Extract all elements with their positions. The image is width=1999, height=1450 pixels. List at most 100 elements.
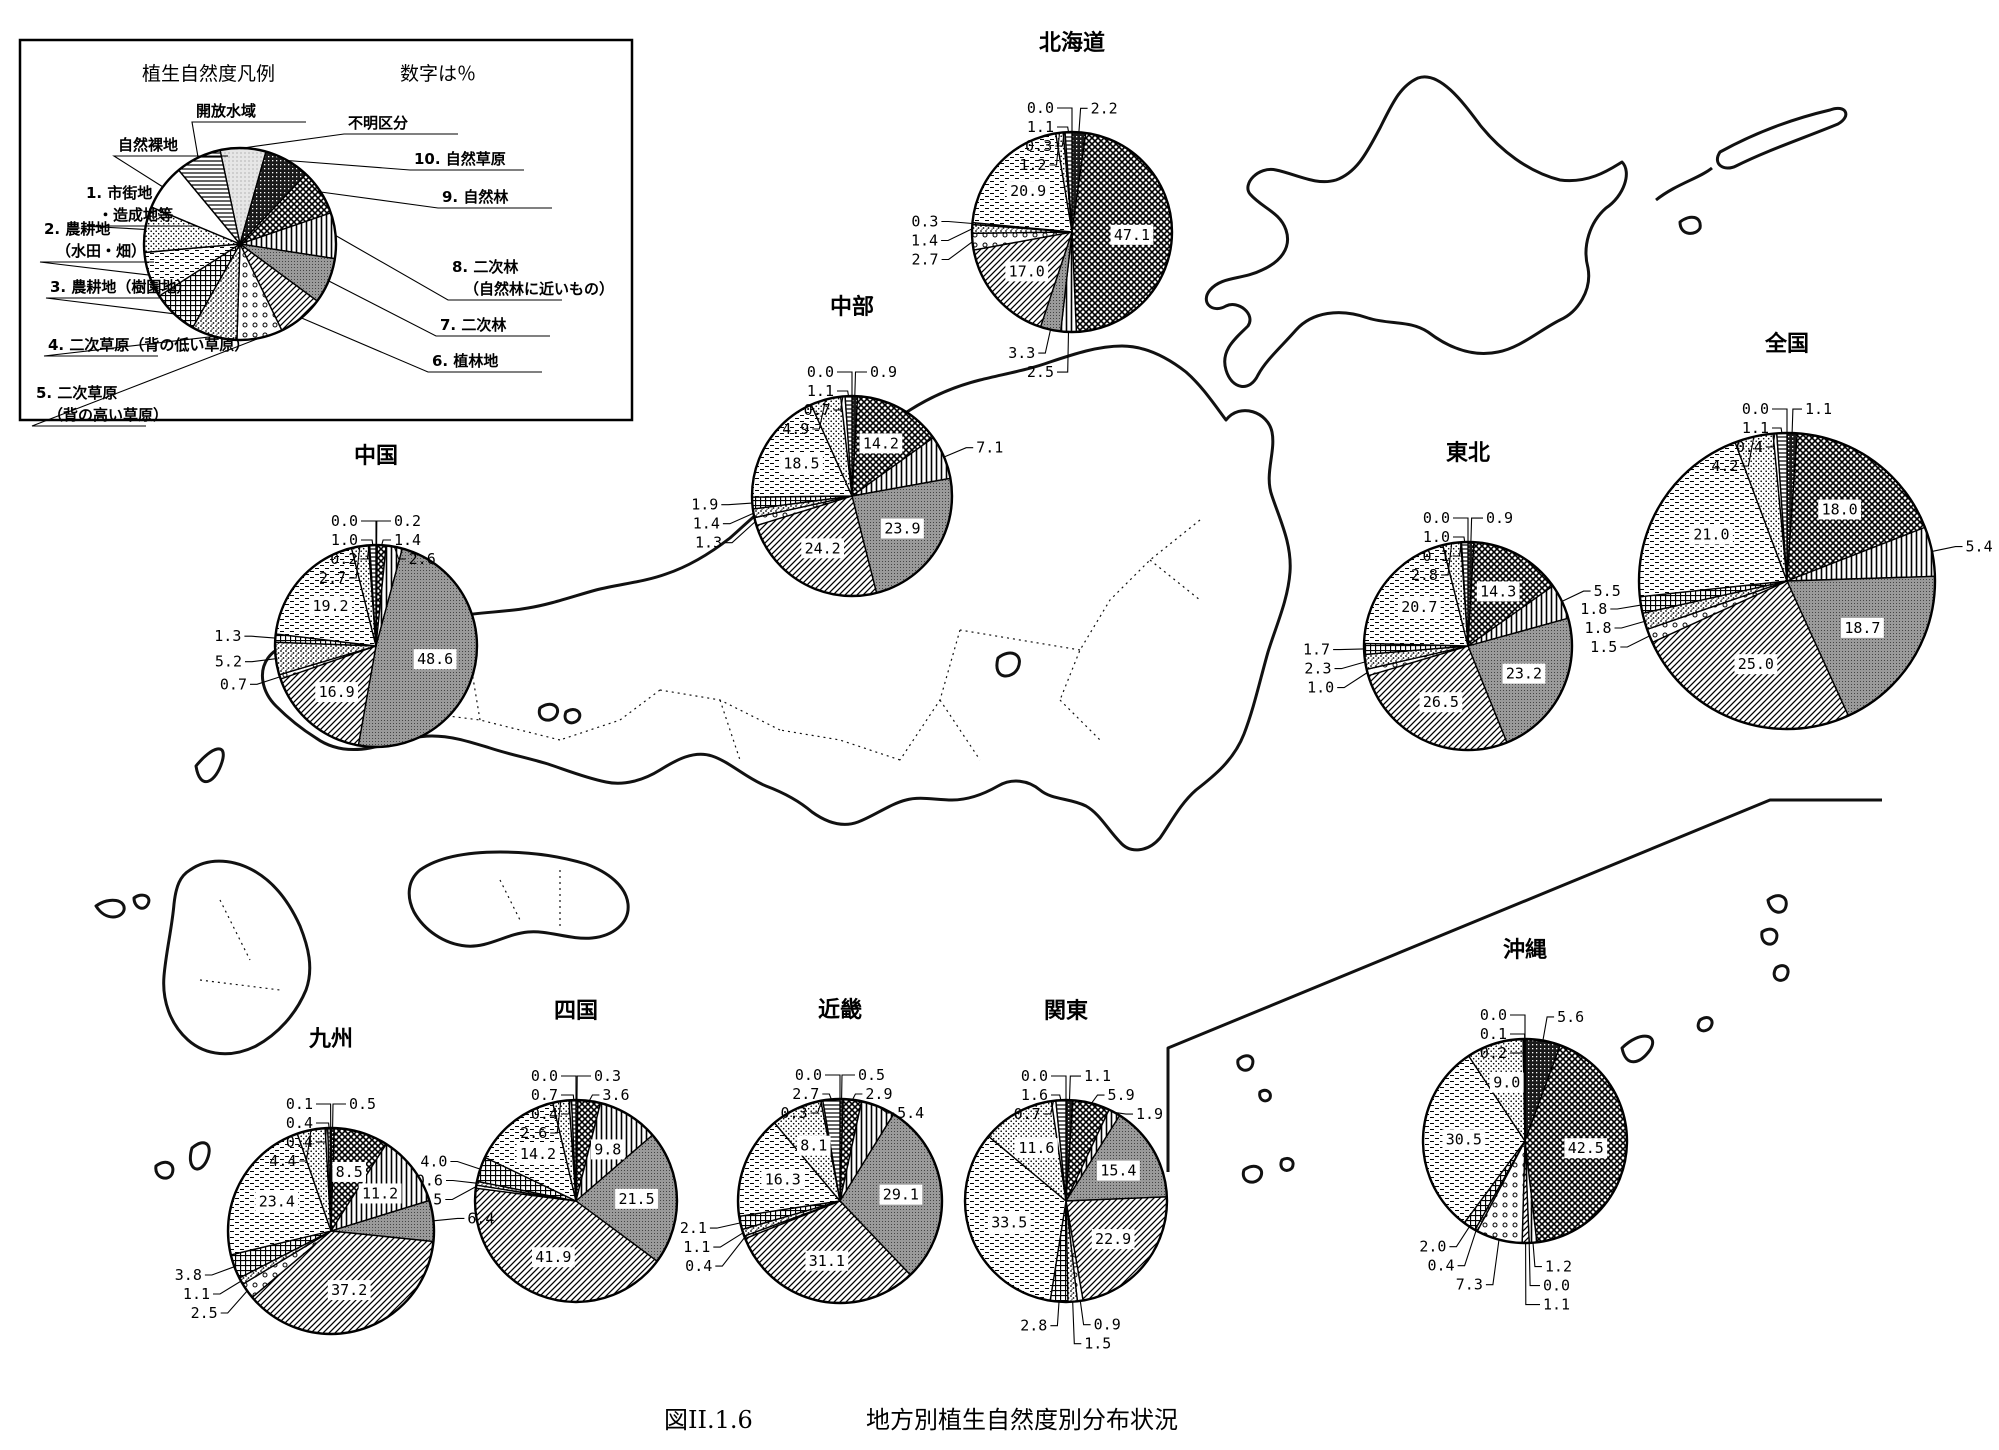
leader-line xyxy=(1510,1033,1526,1040)
value-label-bg xyxy=(332,1161,366,1182)
value-label-bg xyxy=(881,518,924,539)
region-title: 中国 xyxy=(354,444,398,469)
value-label: 20.7 xyxy=(1401,598,1437,616)
legend-leader xyxy=(31,337,261,427)
value-label: 1.7 xyxy=(1303,641,1330,659)
legend-item-label: 10. 自然草原 xyxy=(414,150,506,168)
value-label: 21.0 xyxy=(1693,525,1729,543)
value-label: 20.9 xyxy=(1010,182,1046,200)
region-title: 近畿 xyxy=(818,997,862,1023)
value-label: 0.7 xyxy=(531,1086,558,1104)
leader-line xyxy=(561,1100,571,1115)
leader-line xyxy=(1043,1100,1055,1115)
legend-leader xyxy=(320,191,552,209)
value-label: 5.4 xyxy=(1966,538,1993,556)
leader-line xyxy=(445,1186,477,1201)
value-label-bg xyxy=(859,433,903,454)
value-label: 8.1 xyxy=(800,1137,827,1155)
leader-line xyxy=(822,1093,832,1100)
value-label: 1.1 xyxy=(683,1238,710,1256)
leader-line xyxy=(250,676,280,685)
tsushima-island xyxy=(194,747,225,784)
value-label-bg xyxy=(1091,1229,1135,1250)
value-label: 0.0 xyxy=(1027,99,1054,117)
value-label: 1.2 xyxy=(1019,156,1046,174)
leader-line xyxy=(245,658,276,663)
value-label: 1.3 xyxy=(214,627,241,645)
value-label: 11.2 xyxy=(362,1184,398,1202)
value-label: 0.1 xyxy=(1480,1025,1507,1043)
value-label: 7.3 xyxy=(1456,1276,1483,1294)
value-label-bg xyxy=(1397,596,1441,617)
value-label: 0.5 xyxy=(858,1066,885,1084)
value-label: 0.0 xyxy=(1742,400,1769,418)
value-label: 0.7 xyxy=(804,401,831,419)
value-label: 0.7 xyxy=(1014,1105,1041,1123)
pie-6: 関東15.422.933.511.61.15.91.90.91.50.01.60… xyxy=(963,999,1169,1353)
leader-line xyxy=(213,1280,242,1295)
value-label: 0.4 xyxy=(286,1114,313,1132)
value-label: 0.1 xyxy=(1422,547,1449,565)
figure-title: 地方別植生自然度別分布状況 xyxy=(866,1406,1178,1434)
value-label: 4.4 xyxy=(269,1152,296,1170)
kyushu-outline xyxy=(162,859,312,1056)
value-label-bg xyxy=(1490,1072,1524,1093)
leader-line xyxy=(360,545,370,560)
value-label: 0.0 xyxy=(1480,1006,1507,1024)
value-label: 15.4 xyxy=(1100,1162,1136,1180)
pie-1: 北海道47.117.020.92.20.01.10.31.20.31.42.73… xyxy=(911,30,1174,381)
value-label: 0.4 xyxy=(1427,1257,1454,1275)
legend-item-label: 4. 二次草原（背の低い草原） xyxy=(48,336,249,354)
value-label-bg xyxy=(1734,654,1778,675)
value-label: 0.3 xyxy=(594,1067,621,1085)
value-label: 0.4 xyxy=(286,1133,313,1151)
legend-leader xyxy=(191,121,306,158)
value-label: 37.2 xyxy=(331,1281,367,1299)
value-label: 2.3 xyxy=(1304,660,1331,678)
value-label: 16.3 xyxy=(765,1170,801,1188)
leader-line xyxy=(1057,331,1070,373)
legend-item-label: 1. 市街地 xyxy=(86,184,152,202)
leader-line xyxy=(877,1105,895,1114)
legend-item-label: 8. 二次林 xyxy=(452,258,519,276)
value-label: 0.0 xyxy=(1543,1277,1570,1295)
value-label: 0.9 xyxy=(870,363,897,381)
legend-leader xyxy=(43,335,215,357)
value-label: 5.4 xyxy=(897,1104,924,1122)
leader-line xyxy=(1453,536,1466,543)
leader-line xyxy=(1510,1038,1525,1054)
pie-4: 中部14.223.924.218.50.97.10.01.10.74.91.91… xyxy=(691,294,1003,598)
value-label: 19.2 xyxy=(312,597,348,615)
leader-line xyxy=(1057,107,1073,132)
value-label: 6.4 xyxy=(467,1209,494,1227)
region-title: 四国 xyxy=(554,999,598,1024)
value-label: 1.5 xyxy=(1590,638,1617,656)
value-label: 1.1 xyxy=(1084,1067,1111,1085)
value-label-bg xyxy=(1502,663,1546,684)
value-label-bg xyxy=(805,1250,849,1271)
leader-line xyxy=(1091,1094,1105,1104)
legend-leader xyxy=(81,225,196,230)
legend-item-label: 2. 農耕地 xyxy=(44,220,110,238)
value-label: 14.2 xyxy=(863,434,899,452)
legend-item-label: 9. 自然林 xyxy=(442,188,509,206)
prefecture-borders xyxy=(199,519,1201,991)
value-label: 31.1 xyxy=(809,1252,845,1270)
value-label: 14.3 xyxy=(1480,582,1516,600)
leader-line xyxy=(1055,132,1065,147)
value-label-bg xyxy=(987,1212,1031,1233)
legend-item-sublabel: （背の高い草原） xyxy=(48,406,168,424)
leader-line xyxy=(1791,408,1802,434)
leader-line xyxy=(1051,1075,1067,1100)
leader-line xyxy=(381,539,391,546)
leader-line xyxy=(433,1217,465,1222)
legend-item-sublabel: ・造成地等 xyxy=(98,206,173,224)
value-label: 23.4 xyxy=(259,1192,295,1210)
value-label: 9.8 xyxy=(594,1140,621,1158)
value-label-bg xyxy=(1005,261,1049,282)
leader-line xyxy=(941,220,973,225)
value-label: 11.6 xyxy=(1018,1139,1054,1157)
amami-islands xyxy=(154,1141,211,1180)
